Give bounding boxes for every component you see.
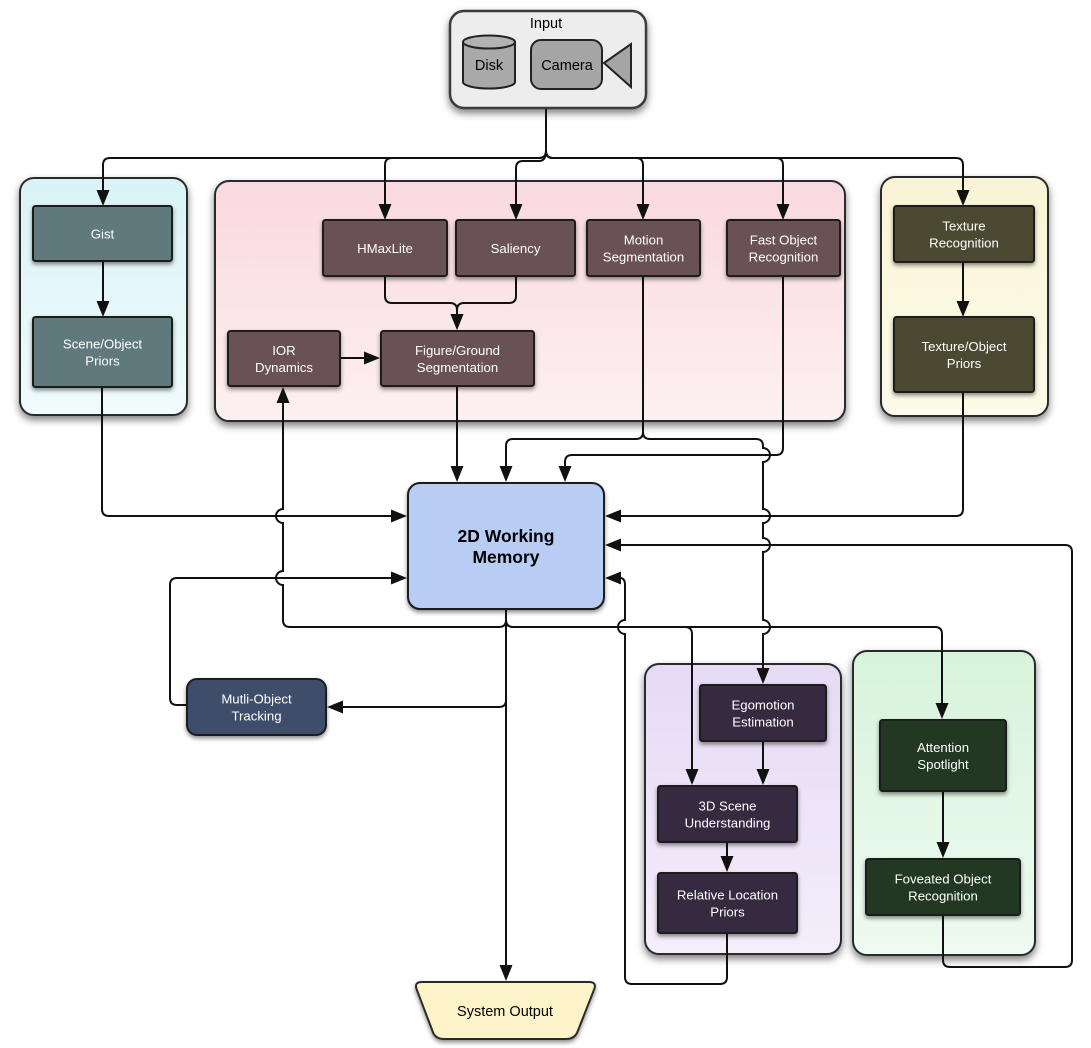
svg-text:System Output: System Output bbox=[457, 1004, 553, 1020]
svg-text:Texture/Object: Texture/Object bbox=[921, 339, 1006, 354]
svg-text:Fast Object: Fast Object bbox=[750, 232, 818, 247]
svg-text:HMaxLite: HMaxLite bbox=[357, 241, 413, 256]
svg-text:Egomotion: Egomotion bbox=[731, 697, 794, 712]
svg-text:IOR: IOR bbox=[272, 343, 295, 358]
svg-text:Texture: Texture bbox=[942, 218, 985, 233]
svg-text:Spotlight: Spotlight bbox=[917, 757, 969, 772]
svg-text:Priors: Priors bbox=[85, 353, 120, 368]
svg-text:Saliency: Saliency bbox=[491, 241, 541, 256]
svg-text:Scene/Object: Scene/Object bbox=[63, 336, 143, 351]
svg-text:3D Scene: 3D Scene bbox=[699, 798, 757, 813]
svg-text:Segmentation: Segmentation bbox=[603, 249, 684, 264]
svg-text:Understanding: Understanding bbox=[685, 815, 771, 830]
svg-text:Gist: Gist bbox=[91, 226, 115, 241]
svg-text:Priors: Priors bbox=[710, 904, 745, 919]
svg-text:Recognition: Recognition bbox=[749, 249, 819, 264]
svg-text:Dynamics: Dynamics bbox=[255, 360, 313, 375]
svg-text:Estimation: Estimation bbox=[732, 714, 794, 729]
svg-text:Foveated Object: Foveated Object bbox=[895, 871, 992, 886]
svg-text:Camera: Camera bbox=[541, 58, 594, 74]
svg-text:Figure/Ground: Figure/Ground bbox=[415, 343, 500, 358]
svg-text:Recognition: Recognition bbox=[908, 888, 978, 903]
svg-text:Motion: Motion bbox=[624, 232, 664, 247]
svg-text:Recognition: Recognition bbox=[929, 235, 999, 250]
svg-text:Memory: Memory bbox=[472, 547, 539, 567]
svg-text:Input: Input bbox=[530, 16, 562, 32]
svg-text:Tracking: Tracking bbox=[231, 708, 281, 723]
svg-text:Attention: Attention bbox=[917, 740, 969, 755]
svg-text:Disk: Disk bbox=[475, 58, 504, 74]
svg-text:Mutli-Object: Mutli-Object bbox=[221, 691, 292, 706]
svg-text:2D Working: 2D Working bbox=[458, 526, 555, 546]
svg-text:Relative Location: Relative Location bbox=[677, 887, 778, 902]
svg-text:Segmentation: Segmentation bbox=[417, 360, 498, 375]
svg-text:Priors: Priors bbox=[947, 356, 982, 371]
